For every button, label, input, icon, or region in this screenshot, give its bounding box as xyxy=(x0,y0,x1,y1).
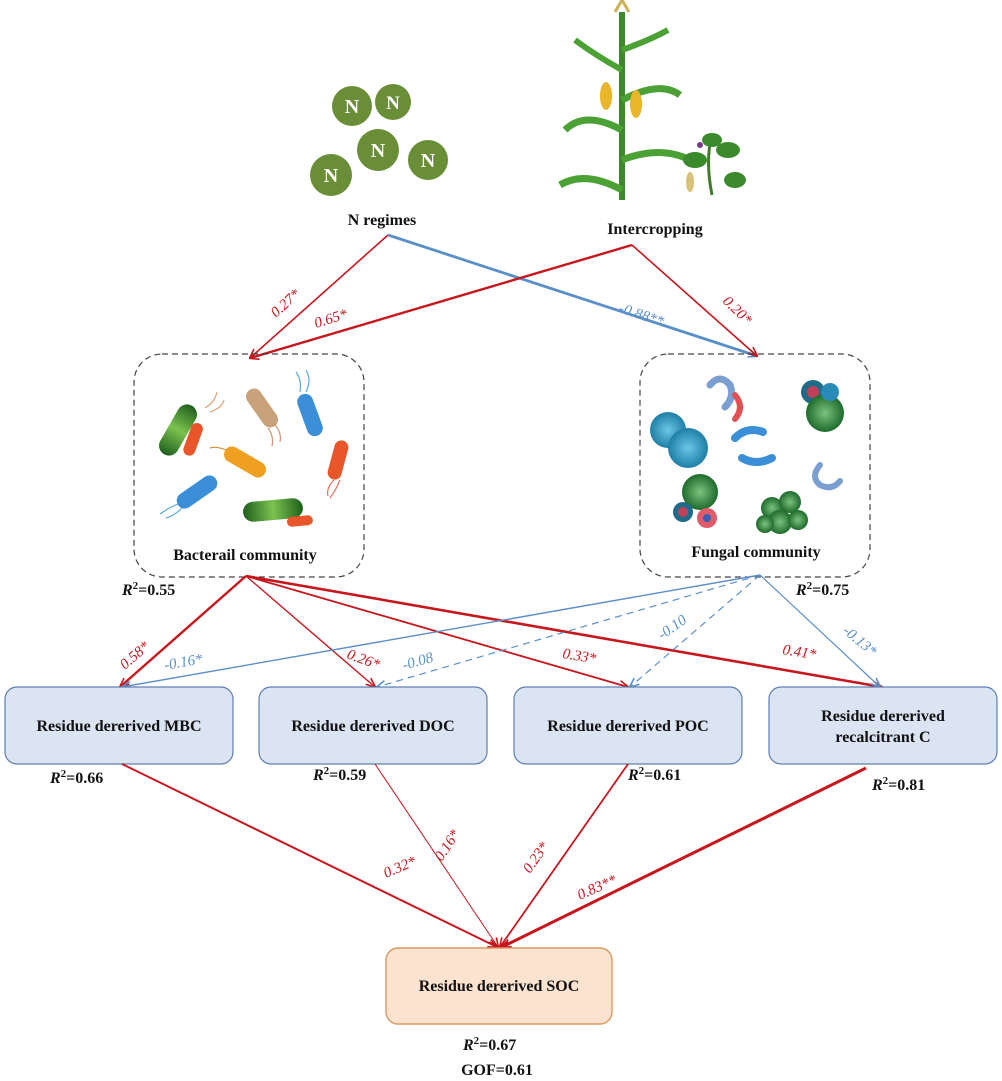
path-bacterial-to-rc xyxy=(245,574,882,687)
soc-box xyxy=(385,947,613,1025)
path-fungal-to-mbc xyxy=(122,574,761,687)
recalcitrant-c-label-line2: recalcitrant C xyxy=(835,729,930,746)
doc-label: Residue dererived DOC xyxy=(291,718,454,735)
maize-soybean-icon xyxy=(558,0,746,200)
mbc-r2: R2=0.66 xyxy=(49,768,103,787)
path-fungal-to-doc xyxy=(377,574,761,687)
doc-box xyxy=(258,686,488,765)
path-doc-to-soc xyxy=(374,763,498,947)
n-pellet: N xyxy=(310,154,352,196)
mbc-box xyxy=(4,686,234,765)
path-bacterial-to-doc xyxy=(245,575,375,687)
path-n-to-fungal xyxy=(387,233,757,356)
path-intercropping-to-bacterial xyxy=(250,243,633,358)
n-pellet: N xyxy=(332,86,372,126)
path-recalcitrant-c-to-soc xyxy=(502,766,867,947)
n-pellet: N xyxy=(357,129,399,171)
coef-bacterial-to-mbc: 0.58* xyxy=(117,638,153,673)
recalcitrant-c-label-line1: Residue dererived xyxy=(821,708,945,725)
fungal-community-label: Fungal community xyxy=(691,544,820,561)
bacterial-community-label: Bacterail community xyxy=(173,547,317,564)
coef-bacterial-to-poc: 0.33* xyxy=(561,646,597,667)
recalcitrant-c-box xyxy=(768,686,998,765)
n-fertilizer-icon: N N N N N xyxy=(310,84,448,196)
n-pellet: N xyxy=(408,140,448,180)
mbc-label: Residue dererived MBC xyxy=(36,718,201,735)
coef-bacterial-to-rc: 0.41* xyxy=(781,642,817,663)
fungi-icon xyxy=(650,375,844,534)
fungal-r2: R2=0.75 xyxy=(795,580,849,599)
svg-text:N: N xyxy=(421,150,436,172)
path-mbc-to-soc xyxy=(121,763,497,947)
svg-text:N: N xyxy=(345,96,360,118)
path-poc-to-soc xyxy=(500,763,629,947)
coef-n-to-bacterial: 0.27* xyxy=(268,286,304,321)
coef-n-to-fungal: -0.88** xyxy=(617,301,666,331)
coef-poc-to-soc: 0.23* xyxy=(520,839,553,876)
soc-label: Residue dererived SOC xyxy=(419,978,580,995)
path-intercropping-to-fungal xyxy=(631,244,757,356)
coef-bacterial-to-doc: 0.26* xyxy=(345,647,383,674)
coef-intercropping-to-bacterial: 0.65* xyxy=(312,307,349,332)
n-regimes-label: N regimes xyxy=(348,212,417,229)
bacteria-icon xyxy=(159,369,349,527)
path-fungal-to-rc xyxy=(759,574,880,687)
coef-doc-to-soc: 0.16* xyxy=(432,827,464,864)
svg-text:N: N xyxy=(324,165,339,187)
gof-value: GOF=0.61 xyxy=(461,1062,533,1079)
soc-r2: R2=0.67 xyxy=(462,1035,516,1054)
coef-mbc-to-soc: 0.32* xyxy=(381,854,419,882)
coef-fungal-to-doc: -0.08 xyxy=(401,650,436,674)
bacterial-r2: R2=0.55 xyxy=(121,580,175,599)
coef-intercropping-to-fungal: 0.20* xyxy=(719,293,755,328)
path-n-to-bacterial xyxy=(250,234,389,358)
path-fungal-to-poc xyxy=(630,574,761,687)
coef-fungal-to-poc: -0.10 xyxy=(655,612,690,643)
intercropping-label: Intercropping xyxy=(607,221,702,238)
path-bacterial-to-mbc xyxy=(120,575,247,687)
recalcitrant-c-r2: R2=0.81 xyxy=(871,775,925,794)
poc-label: Residue dererived POC xyxy=(547,718,708,735)
n-pellet: N xyxy=(375,84,411,120)
coef-fungal-to-mbc: -0.16* xyxy=(163,651,204,674)
svg-text:N: N xyxy=(386,93,400,114)
doc-r2: R2=0.59 xyxy=(312,765,366,784)
svg-text:N: N xyxy=(371,140,386,162)
poc-r2: R2=0.61 xyxy=(627,765,681,784)
